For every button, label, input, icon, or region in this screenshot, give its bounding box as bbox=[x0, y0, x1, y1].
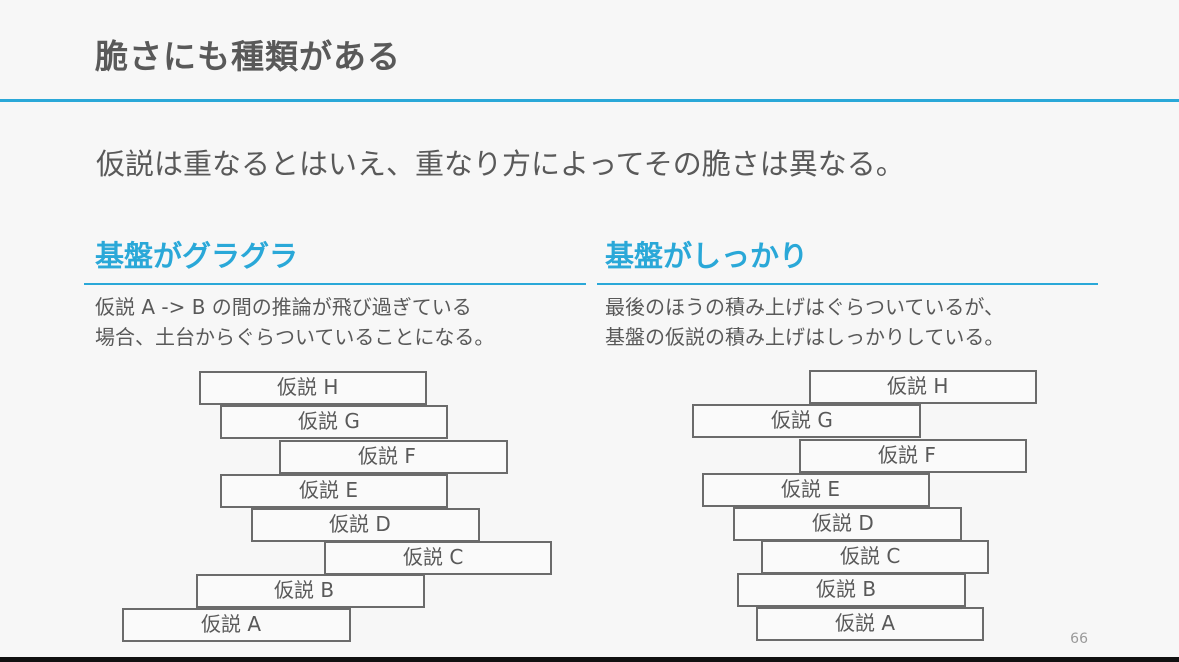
left-block-f: 仮説 F bbox=[279, 440, 508, 474]
left-heading: 基盤がグラグラ bbox=[95, 239, 299, 273]
right-description: 最後のほうの積み上げはぐらついているが、 基盤の仮説の積み上げはしっかりしている… bbox=[605, 292, 1004, 352]
right-block-g: 仮説 G bbox=[692, 404, 921, 438]
right-desc-line-2: 基盤の仮説の積み上げはしっかりしている。 bbox=[605, 325, 1005, 349]
right-heading-rule bbox=[597, 283, 1098, 285]
right-block-a: 仮説 A bbox=[756, 607, 984, 641]
title-divider bbox=[0, 99, 1179, 102]
left-block-a: 仮説 A bbox=[122, 608, 351, 642]
left-block-d: 仮説 D bbox=[251, 508, 480, 542]
left-block-c: 仮説 C bbox=[324, 541, 552, 575]
right-block-d: 仮説 D bbox=[733, 507, 962, 541]
right-block-f: 仮説 F bbox=[799, 439, 1027, 473]
left-desc-line-1: 仮説 A -> B の間の推論が飛び過ぎている bbox=[95, 295, 472, 319]
bottom-bar bbox=[0, 657, 1179, 662]
page-number: 66 bbox=[1070, 631, 1088, 647]
left-block-g: 仮説 G bbox=[220, 405, 448, 439]
right-block-b: 仮説 B bbox=[737, 573, 966, 607]
left-description: 仮説 A -> B の間の推論が飛び過ぎている 場合、土台からぐらついていること… bbox=[95, 292, 494, 352]
right-block-h: 仮説 H bbox=[809, 370, 1037, 404]
left-heading-rule bbox=[84, 283, 586, 285]
right-block-e: 仮説 E bbox=[702, 473, 930, 507]
right-desc-line-1: 最後のほうの積み上げはぐらついているが、 bbox=[605, 295, 1004, 319]
right-heading: 基盤がしっかり bbox=[605, 239, 809, 273]
left-block-h: 仮説 H bbox=[199, 371, 427, 405]
lead-text: 仮説は重なるとはいえ、重なり方によってその脆さは異なる。 bbox=[96, 147, 905, 181]
left-block-e: 仮説 E bbox=[220, 474, 448, 508]
left-block-b: 仮説 B bbox=[196, 574, 425, 608]
right-block-c: 仮説 C bbox=[761, 540, 989, 574]
left-desc-line-2: 場合、土台からぐらついていることになる。 bbox=[95, 325, 495, 349]
slide-title: 脆さにも種類がある bbox=[95, 37, 401, 76]
